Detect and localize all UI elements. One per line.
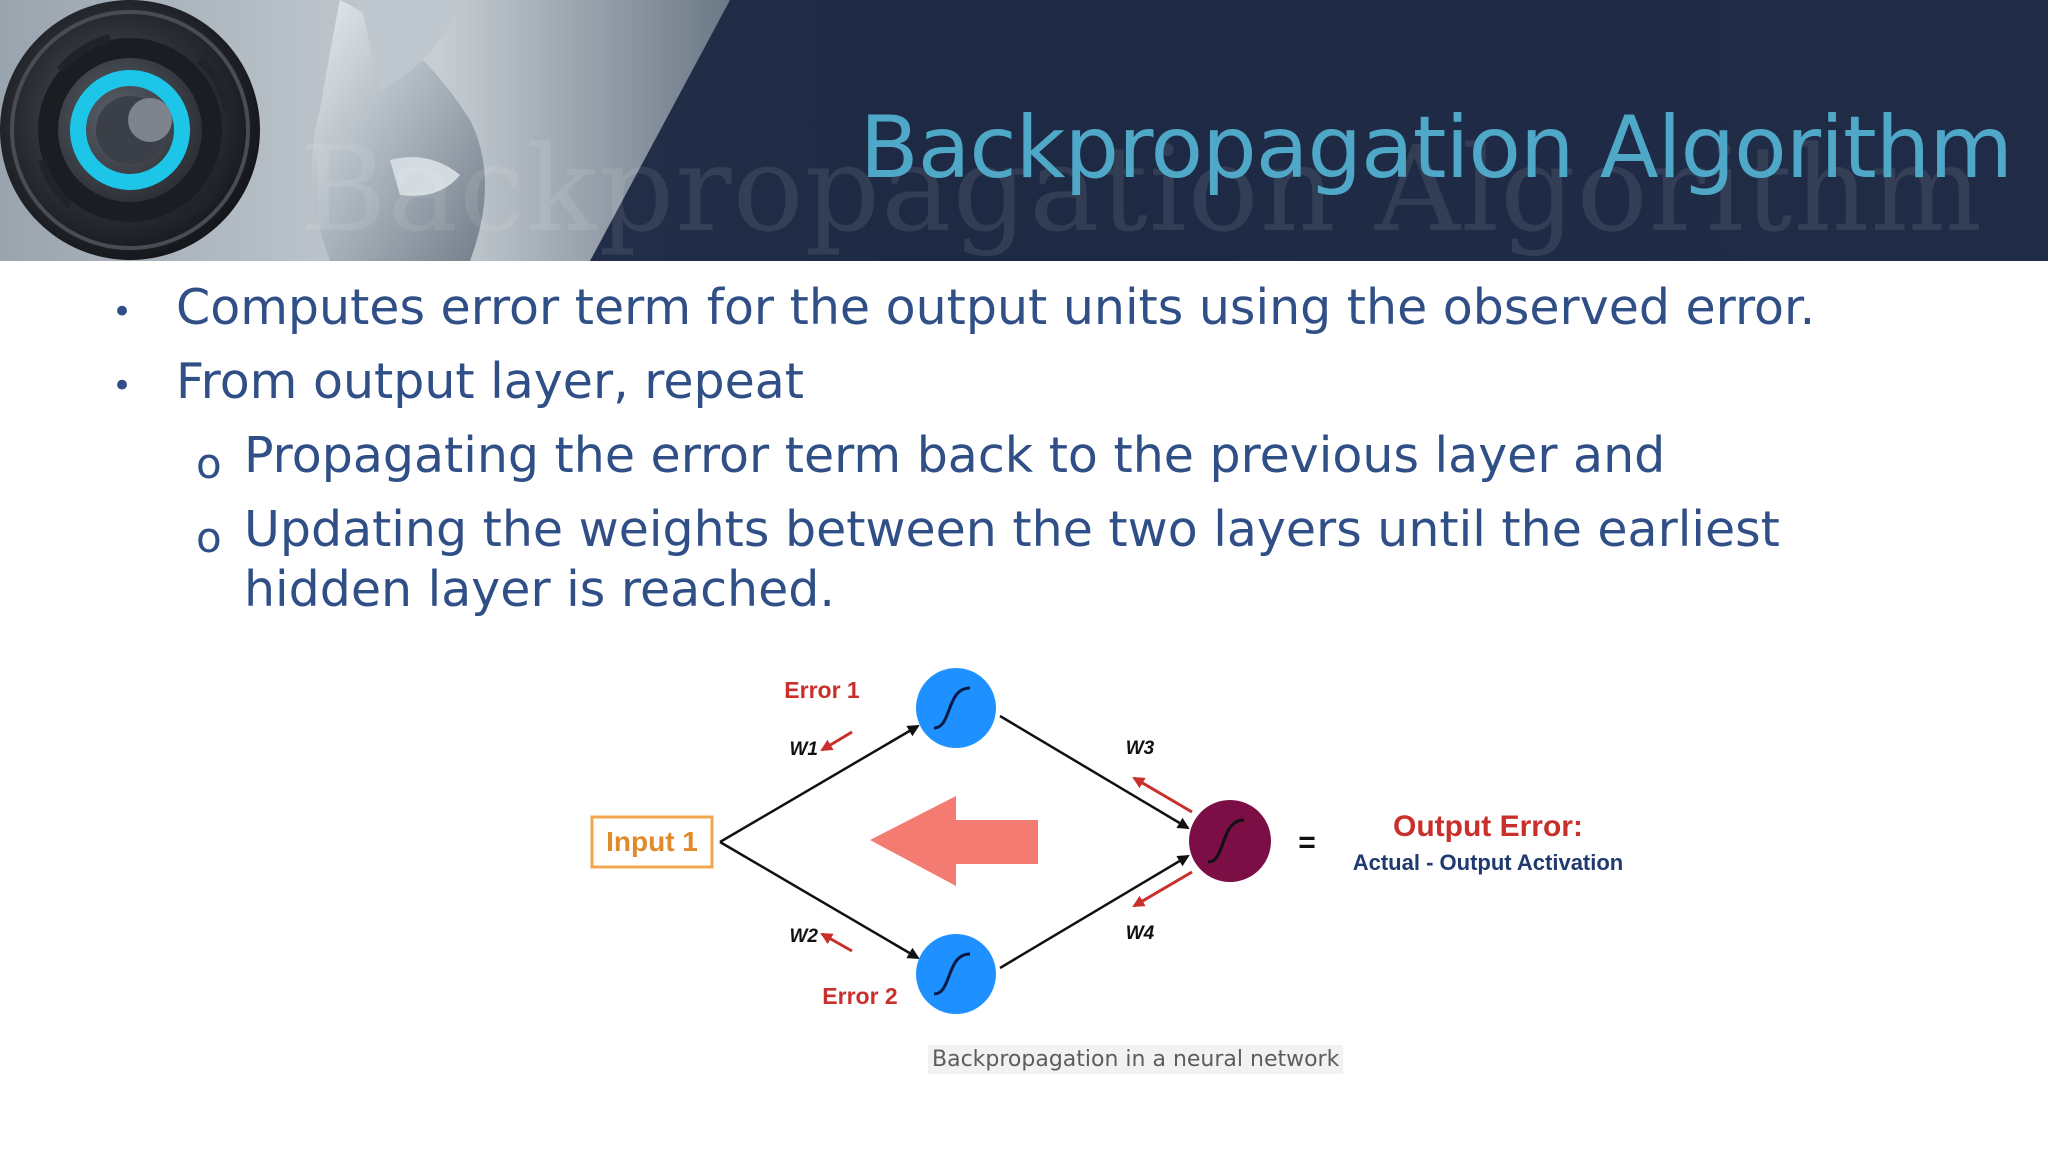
header-watermark: Backpropagation Algorithm [300,120,1984,258]
edge-input-hidden2 [719,840,920,960]
equals-sign: = [1298,826,1316,859]
edge-hidden2-output [999,854,1190,970]
error-arrow-w4 [1132,870,1193,908]
weight-w2-label: W2 [790,926,819,947]
sub-bullet-text: Propagating the error term back to the p… [244,427,1666,484]
error-1-label: Error 1 [784,677,860,703]
weight-w1-label: W1 [790,739,819,760]
edge-hidden1-output [999,714,1190,830]
backprop-direction-arrow [870,796,1038,886]
error-arrow-w2 [820,932,853,953]
input-label: Input 1 [606,826,698,857]
error-arrow-w1 [820,730,853,752]
bullet-text: Computes error term for the output units… [176,279,1816,336]
bullet-marker: • [112,292,133,332]
slide-header: Backpropagation Algorithm Backpropagatio… [0,0,2048,261]
weight-w3-label: W3 [1126,738,1155,759]
sub-bullet-text: Updating the weights between the two lay… [244,501,1780,558]
bullet-marker: • [112,366,133,406]
weight-w4-label: W4 [1126,923,1155,944]
bullet-text: From output layer, repeat [176,353,804,410]
input-box [590,815,714,869]
sub-bullet-marker: o [196,439,222,488]
error-2-label: Error 2 [822,983,897,1009]
edge-input-hidden1 [719,724,920,844]
diagram-caption: Backpropagation in a neural network [928,1045,1344,1074]
hidden-node-1 [916,668,996,748]
hidden-node-2 [916,934,996,1014]
error-arrow-w3 [1132,776,1193,814]
output-error-title: Output Error: [1393,810,1583,843]
backprop-diagram: Input 1 Error 1 Error 2 W1 W2 W3 W4 = Ou… [590,668,1624,1014]
output-error-formula: Actual - Output Activation [1353,850,1624,875]
sub-bullet-text: hidden layer is reached. [244,561,835,618]
slide-title: Backpropagation Algorithm [859,98,2013,198]
sub-bullet-marker: o [196,513,222,562]
output-node [1189,800,1271,882]
header-robot-art [0,0,730,261]
